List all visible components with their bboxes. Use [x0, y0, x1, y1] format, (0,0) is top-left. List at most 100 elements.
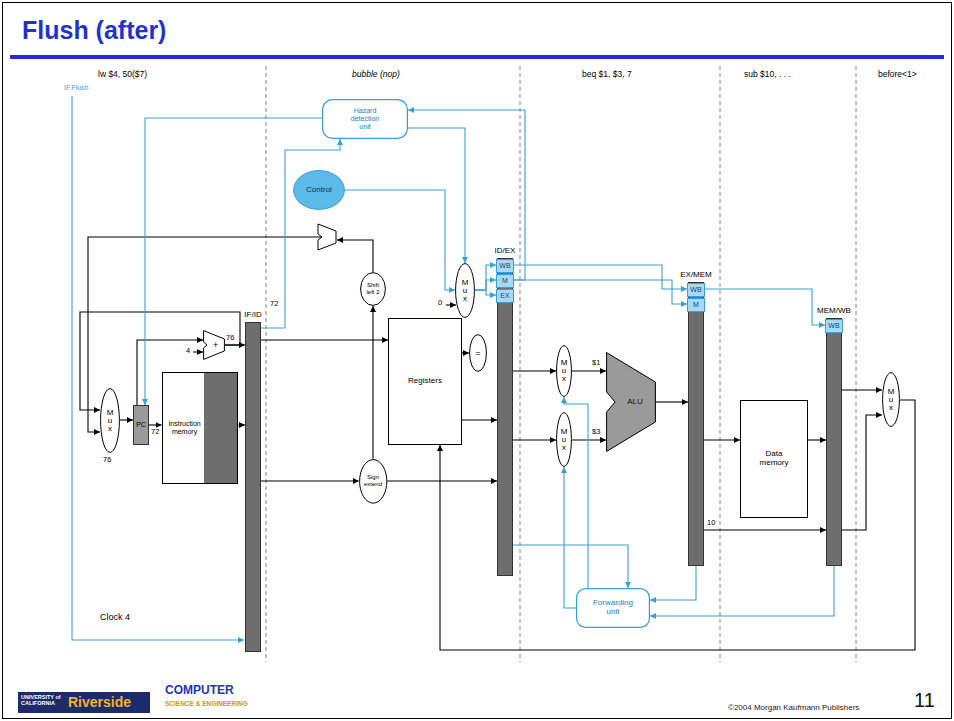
label-anchor: UNIVERSITY of CALIFORNIA: [21, 694, 65, 707]
wire-connector: [514, 265, 687, 289]
register-value: $1: [592, 359, 600, 368]
ellipse-outline: [883, 373, 900, 427]
wire-connector: [475, 280, 496, 290]
wire-connector: [564, 467, 576, 608]
label-anchor: SCIENCE & ENGINEERING: [165, 700, 248, 707]
wire-connector: [120, 419, 133, 420]
node-text: Data memory: [756, 450, 792, 468]
rounded-outline: [323, 100, 408, 139]
data-memory: Data memory: [740, 400, 808, 518]
node-text: Control: [306, 186, 332, 195]
wire-connector: [261, 480, 359, 481]
node-text: M: [693, 301, 699, 309]
register-field: M: [687, 298, 705, 312]
page-number: 11: [914, 689, 935, 712]
comparator: =: [469, 334, 487, 372]
logo-text: Riverside: [68, 694, 131, 710]
wire-connector: [514, 280, 687, 304]
node-text: +: [213, 340, 218, 350]
constant-value: 0: [438, 299, 442, 308]
label-anchor: 72: [270, 300, 278, 309]
copyright-note: ©2004 Morgan Kaufmann Publishers: [728, 703, 859, 712]
pipeline-register: WBMEM/WB: [826, 318, 842, 566]
wire-connector: [704, 529, 826, 530]
constant-wire: [446, 304, 456, 305]
slide-frame: [3, 3, 952, 719]
rounded-outline: [577, 589, 650, 628]
register-field: WB: [687, 283, 705, 297]
label-anchor: $1: [592, 359, 600, 368]
mux-label: M u x: [461, 279, 469, 303]
label-anchor: Riverside: [68, 694, 131, 710]
wire-connector: [704, 439, 740, 440]
ellipse-outline: [361, 273, 386, 306]
label-anchor: beq $1, $3, 7: [582, 70, 632, 80]
label-anchor: $3: [592, 428, 600, 437]
pipeline-register: WBMEXID/EX: [497, 258, 513, 576]
node-text: ALU: [627, 398, 643, 407]
node-text: Registers: [408, 377, 442, 386]
adder: +: [203, 330, 225, 360]
label-anchor: lw $4, 50($7): [98, 70, 147, 80]
wire-connector: [513, 439, 556, 440]
instruction-tag: before<1>: [878, 70, 917, 80]
wire-connector: [408, 110, 525, 280]
node-text: IF/ID: [244, 311, 261, 320]
multiplexer: M u x: [882, 372, 900, 427]
node-text: Hazard detection unit: [345, 107, 385, 130]
wire-connector: [572, 370, 606, 371]
wire-connector: [842, 415, 882, 530]
multiplexer: M u x: [100, 388, 120, 453]
wire-connector: [261, 139, 340, 328]
instruction-memory: Instruction memory: [162, 372, 239, 484]
stage-divider: [520, 66, 521, 662]
ellipse-outline: [470, 335, 487, 372]
node-text: Sign extend: [362, 474, 384, 487]
mux-label: M u x: [560, 359, 568, 383]
signal-name: IF.Flush: [64, 84, 89, 92]
pipeline-register: WBMEX/MEM: [688, 282, 704, 566]
wire-connector: [842, 389, 882, 390]
wire-connector: [462, 419, 497, 420]
node-text: MEM/WB: [817, 307, 851, 316]
department-name: COMPUTER: [165, 684, 234, 698]
node-text: =: [475, 348, 480, 358]
instruction-tag: lw $4, 50($7): [98, 70, 147, 80]
wire-connector: [475, 265, 496, 290]
node-text: WB: [690, 286, 701, 294]
hazard-detection-unit: Hazard detection unit: [322, 99, 408, 139]
node-text: PC: [136, 421, 146, 429]
node-text: Shift left 2: [363, 282, 383, 295]
register-field: M: [496, 274, 514, 288]
label-anchor: 0: [438, 299, 442, 308]
label-anchor: COMPUTER: [165, 684, 234, 698]
wire-connector: [225, 344, 245, 345]
node-text: WB: [499, 262, 510, 270]
program-counter: PC: [133, 405, 149, 445]
mux-label: M u x: [106, 409, 114, 433]
label-anchor: bubble (nop): [352, 70, 400, 80]
stage-divider: [856, 66, 857, 662]
slide-title: Flush (after): [22, 16, 166, 45]
title-rule: [10, 55, 944, 59]
node-text: Forwarding unit: [591, 599, 635, 617]
node-text: EX/MEM: [680, 271, 712, 280]
ellipse-outline: [359, 459, 386, 503]
label-anchor: 76: [103, 456, 111, 465]
pipeline-register: IF/ID: [245, 322, 261, 652]
wire-connector: [650, 566, 834, 616]
forwarding-unit: Forwarding unit: [576, 588, 650, 628]
wire-connector: [345, 190, 455, 290]
bus-value: 76: [226, 334, 234, 343]
wire-connector: [656, 401, 688, 402]
wire-connector: [408, 128, 465, 263]
label-anchor: 10: [707, 519, 715, 528]
bus-value: 72: [270, 300, 278, 309]
wire-connector: [513, 370, 556, 371]
label-anchor: 72: [151, 428, 159, 437]
multiplexer: M u x: [455, 263, 475, 318]
constant-wire: [193, 351, 203, 352]
multiplexer: M u x: [556, 345, 572, 397]
wire-connector: [705, 289, 825, 325]
instruction-tag: sub $10, . . .: [744, 70, 791, 80]
